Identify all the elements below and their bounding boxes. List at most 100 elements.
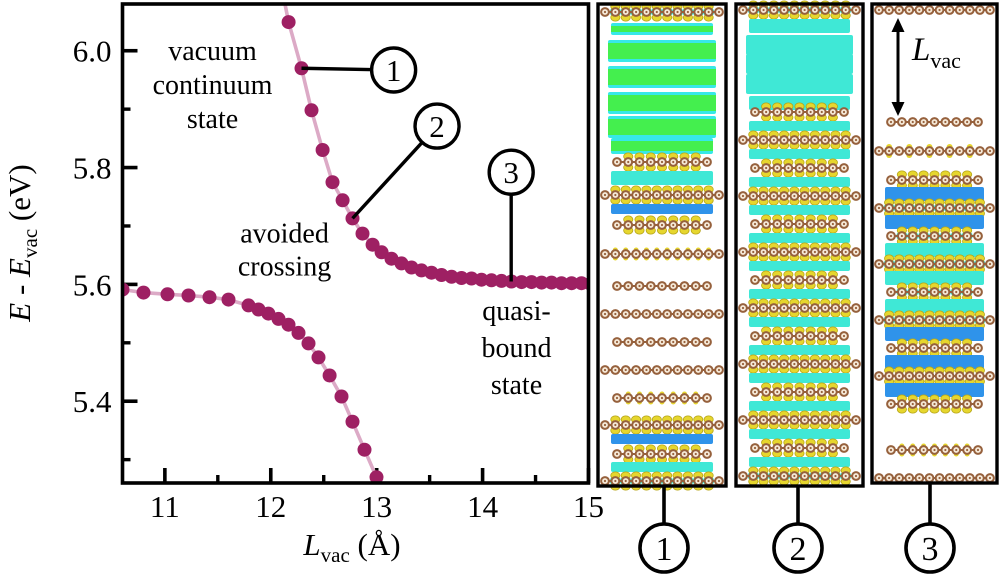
atom-core [772, 418, 775, 422]
atom-core [944, 234, 947, 238]
atom-core [933, 448, 936, 452]
atom-core [813, 362, 817, 366]
atom-core [911, 234, 914, 238]
atom-core [948, 149, 951, 153]
atom-core [908, 262, 911, 266]
isosurface-band [885, 355, 984, 369]
atom-core [624, 10, 627, 14]
atom-core [717, 252, 721, 256]
atom-core [877, 318, 881, 322]
atom-core [958, 374, 961, 378]
atom-core [787, 166, 790, 170]
atom-core [624, 479, 627, 483]
shape: state [491, 370, 542, 401]
atom-core [898, 8, 901, 12]
atom-core [645, 252, 648, 256]
atom-core [707, 368, 710, 372]
isosurface-band [885, 187, 984, 201]
shape: continuum [153, 70, 273, 101]
atom-core [615, 160, 619, 164]
atom-core [809, 110, 812, 114]
atom-core [911, 120, 914, 124]
atom-core [776, 166, 779, 170]
data-point-marker [281, 317, 296, 332]
atom-core [624, 368, 627, 372]
atom-core [908, 8, 911, 12]
atom-core [649, 223, 652, 227]
atom-core [928, 476, 931, 480]
atom-core [803, 8, 806, 12]
y-axis-label: E - Evac (eV) [2, 98, 43, 388]
atom-core [752, 138, 755, 142]
atom-core [803, 138, 806, 142]
atom-core [911, 402, 914, 406]
atom-core [834, 418, 837, 422]
atom-core [898, 149, 901, 153]
y-axis-subscript: vac [18, 228, 43, 258]
panel-2-structure [734, 0, 865, 488]
callout-2: 2 [351, 102, 461, 220]
atom-core [672, 284, 675, 288]
atom-core [782, 138, 786, 142]
atom-core [988, 374, 992, 378]
atom-core [798, 334, 801, 338]
atom-core [782, 362, 786, 366]
isosurface-band [749, 345, 850, 355]
atom-core [705, 160, 709, 164]
data-point-marker [335, 193, 350, 208]
atom-core [676, 10, 679, 14]
shape: vacuum [168, 36, 257, 67]
atom-core [787, 390, 790, 394]
atom-core [793, 138, 796, 142]
atom-core [627, 340, 630, 344]
atom-core [824, 362, 827, 366]
atom-core [958, 262, 961, 266]
atom-core [782, 8, 786, 12]
atom-core [683, 160, 686, 164]
atom-core [615, 396, 619, 400]
isosurface-band [611, 434, 713, 444]
atom-core [944, 346, 947, 350]
x-axis-symbol: L [303, 527, 321, 562]
panel-label-number: 3 [922, 531, 939, 568]
data-point-marker [304, 103, 319, 118]
atom-core [793, 8, 796, 12]
data-point-marker [355, 226, 370, 241]
isosurface-band [885, 271, 984, 285]
atom-core [978, 476, 982, 480]
atom-core [765, 278, 768, 282]
atom-core [666, 423, 669, 427]
atom-core [660, 284, 664, 288]
atom-core [900, 402, 903, 406]
atom-core [820, 446, 823, 450]
data-point-marker [484, 273, 499, 288]
atom-core [765, 334, 768, 338]
atom-core [844, 138, 847, 142]
shape: state [187, 104, 238, 135]
atom-core [803, 474, 806, 478]
isosurface-band [749, 233, 850, 243]
panel-1-structure [596, 2, 728, 491]
atom-core [697, 10, 700, 14]
data-point-marker [454, 271, 469, 285]
atom-core [762, 194, 765, 198]
y-tick-label: 6.0 [73, 34, 112, 69]
atom-core [900, 290, 903, 294]
atom-core [813, 306, 817, 310]
atom-core [638, 160, 641, 164]
callout-number: 2 [429, 109, 445, 144]
atom-core [928, 318, 931, 322]
atom-core [798, 110, 801, 114]
atom-core [922, 402, 925, 406]
atom-core [898, 262, 901, 266]
atom-core [615, 340, 619, 344]
atom-core [813, 138, 817, 142]
atom-core [803, 194, 806, 198]
atom-core [948, 262, 951, 266]
atom-core [676, 423, 679, 427]
atom-core [627, 160, 630, 164]
atom-core [958, 8, 961, 12]
atom-core [928, 374, 931, 378]
atom-core [854, 138, 858, 142]
